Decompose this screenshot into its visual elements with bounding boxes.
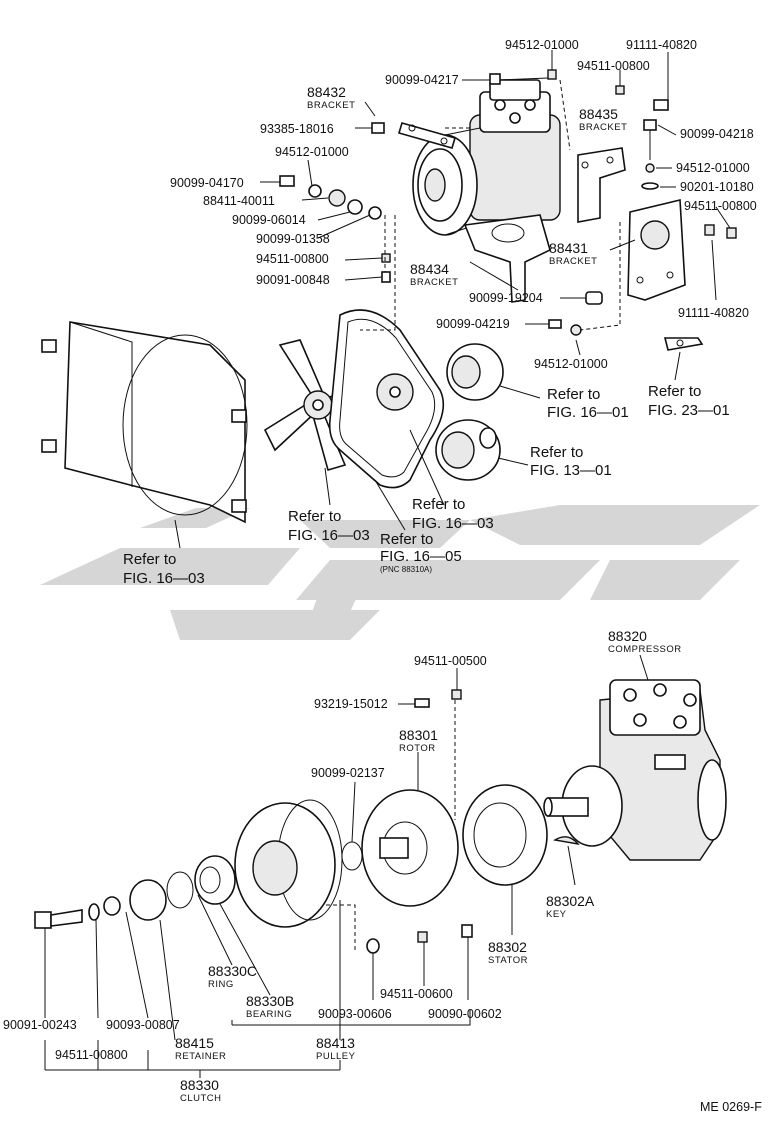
label-94512-01000-a: 94512-01000 bbox=[505, 38, 579, 52]
ref-fig-16-05-line1: Refer to bbox=[380, 531, 433, 548]
ref-fig-16-05-pnc: (PNC 88310A) bbox=[380, 565, 432, 574]
label-88415: 88415 bbox=[175, 1035, 214, 1051]
label-90099-04218: 90099-04218 bbox=[680, 127, 754, 141]
label-94512-01000-d: 94512-01000 bbox=[534, 357, 608, 371]
label-88411-40011: 88411-40011 bbox=[203, 194, 275, 208]
label-88302: 88302 bbox=[488, 939, 527, 955]
label-88434: 88434 bbox=[410, 261, 449, 277]
label-90099-04170: 90099-04170 bbox=[170, 176, 244, 190]
label-88330B-name: BEARING bbox=[246, 1009, 292, 1020]
label-88432: 88432 bbox=[307, 84, 346, 100]
label-90090-00602: 90090-00602 bbox=[428, 1007, 502, 1021]
watermark-logo bbox=[40, 505, 760, 640]
label-88301: 88301 bbox=[399, 727, 438, 743]
label-88301-name: ROTOR bbox=[399, 743, 436, 754]
fan-shroud-drawing bbox=[41, 321, 248, 524]
ref-fig-23-01-line1: Refer to bbox=[648, 383, 701, 400]
label-91111-40820-a: 91111-40820 bbox=[626, 38, 697, 52]
ref-fig-16-03-a-line2: FIG. 16—03 bbox=[288, 527, 370, 544]
label-88413-name: PULLEY bbox=[316, 1051, 356, 1062]
label-93219-15012: 93219-15012 bbox=[314, 697, 388, 711]
label-93385-18016: 93385-18016 bbox=[260, 122, 334, 136]
label-90099-04219: 90099-04219 bbox=[436, 317, 510, 331]
label-88413: 88413 bbox=[316, 1035, 355, 1051]
label-90091-00848: 90091-00848 bbox=[256, 273, 330, 287]
label-88431: 88431 bbox=[549, 240, 588, 256]
ref-fig-16-03-b-line2: FIG. 16—03 bbox=[412, 515, 494, 532]
label-88302A-name: KEY bbox=[546, 909, 567, 920]
label-90091-00243: 90091-00243 bbox=[3, 1018, 77, 1032]
ref-fig-16-01-line1: Refer to bbox=[547, 386, 600, 403]
label-88330C-name: RING bbox=[208, 979, 234, 990]
hardware-upper bbox=[279, 69, 737, 351]
label-88330-name: CLUTCH bbox=[180, 1093, 222, 1104]
label-90099-04217: 90099-04217 bbox=[385, 73, 459, 87]
label-94511-00800-d: 94511-00800 bbox=[55, 1048, 128, 1062]
label-88320-name: COMPRESSOR bbox=[608, 644, 682, 655]
clutch-exploded-drawing bbox=[34, 689, 580, 954]
label-90099-19204: 90099-19204 bbox=[469, 291, 543, 305]
label-88432-name: BRACKET bbox=[307, 100, 355, 111]
part-labels: 94512-01000 91111-40820 90099-04217 9451… bbox=[3, 38, 762, 1114]
label-88330: 88330 bbox=[180, 1077, 219, 1093]
pulleys-upper-drawing bbox=[435, 343, 504, 481]
label-94511-00800-a: 94511-00800 bbox=[577, 59, 650, 73]
ref-fig-23-01-line2: FIG. 23—01 bbox=[648, 402, 730, 419]
label-94512-01000-b: 94512-01000 bbox=[275, 145, 349, 159]
ref-fig-16-03-a-line1: Refer to bbox=[288, 508, 341, 525]
label-94512-01000-c: 94512-01000 bbox=[676, 161, 750, 175]
label-88330C: 88330C bbox=[208, 963, 257, 979]
ref-fig-13-01-line2: FIG. 13—01 bbox=[530, 462, 612, 479]
label-88434-name: BRACKET bbox=[410, 277, 458, 288]
leader-lines bbox=[44, 50, 731, 1078]
label-94511-00800-b: 94511-00800 bbox=[684, 199, 757, 213]
label-91111-40820-b: 91111-40820 bbox=[678, 306, 749, 320]
label-88302A: 88302A bbox=[546, 893, 595, 909]
bracket-88434-drawing bbox=[463, 214, 551, 303]
label-88415-name: RETAINER bbox=[175, 1051, 226, 1062]
ref-fig-16-01-line2: FIG. 16—01 bbox=[547, 404, 629, 421]
label-90099-06014: 90099-06014 bbox=[232, 213, 306, 227]
ref-fig-16-03-b-line1: Refer to bbox=[412, 496, 465, 513]
label-88435-name: BRACKET bbox=[579, 122, 627, 133]
bracket-88432-drawing bbox=[398, 122, 456, 149]
bracket-88431-drawing bbox=[627, 198, 686, 301]
ref-fig-16-03-c-line2: FIG. 16—03 bbox=[123, 570, 205, 587]
label-88431-name: BRACKET bbox=[549, 256, 597, 267]
label-90201-10180: 90201-10180 bbox=[680, 180, 754, 194]
label-90093-00606: 90093-00606 bbox=[318, 1007, 392, 1021]
label-90093-00807: 90093-00807 bbox=[106, 1018, 180, 1032]
label-94511-00800-c: 94511-00800 bbox=[256, 252, 329, 266]
label-90099-01358: 90099-01358 bbox=[256, 232, 330, 246]
compressor-lower-drawing bbox=[543, 679, 727, 861]
label-88302-name: STATOR bbox=[488, 955, 528, 966]
compressor-upper-drawing bbox=[412, 79, 561, 236]
label-88320: 88320 bbox=[608, 628, 647, 644]
label-88435: 88435 bbox=[579, 106, 618, 122]
drawing-code: ME 0269-F bbox=[700, 1100, 762, 1114]
v-belt-drawing bbox=[328, 309, 445, 489]
ref-fig-16-03-c-line1: Refer to bbox=[123, 551, 176, 568]
label-94511-00500: 94511-00500 bbox=[414, 654, 487, 668]
ref-fig-16-05-line2: FIG. 16—05 bbox=[380, 548, 462, 565]
ref-fig-13-01-line1: Refer to bbox=[530, 444, 583, 461]
bracket-88435-drawing bbox=[577, 147, 626, 223]
label-90099-02137: 90099-02137 bbox=[311, 766, 385, 780]
label-88330B: 88330B bbox=[246, 993, 294, 1009]
label-94511-00600: 94511-00600 bbox=[380, 987, 453, 1001]
